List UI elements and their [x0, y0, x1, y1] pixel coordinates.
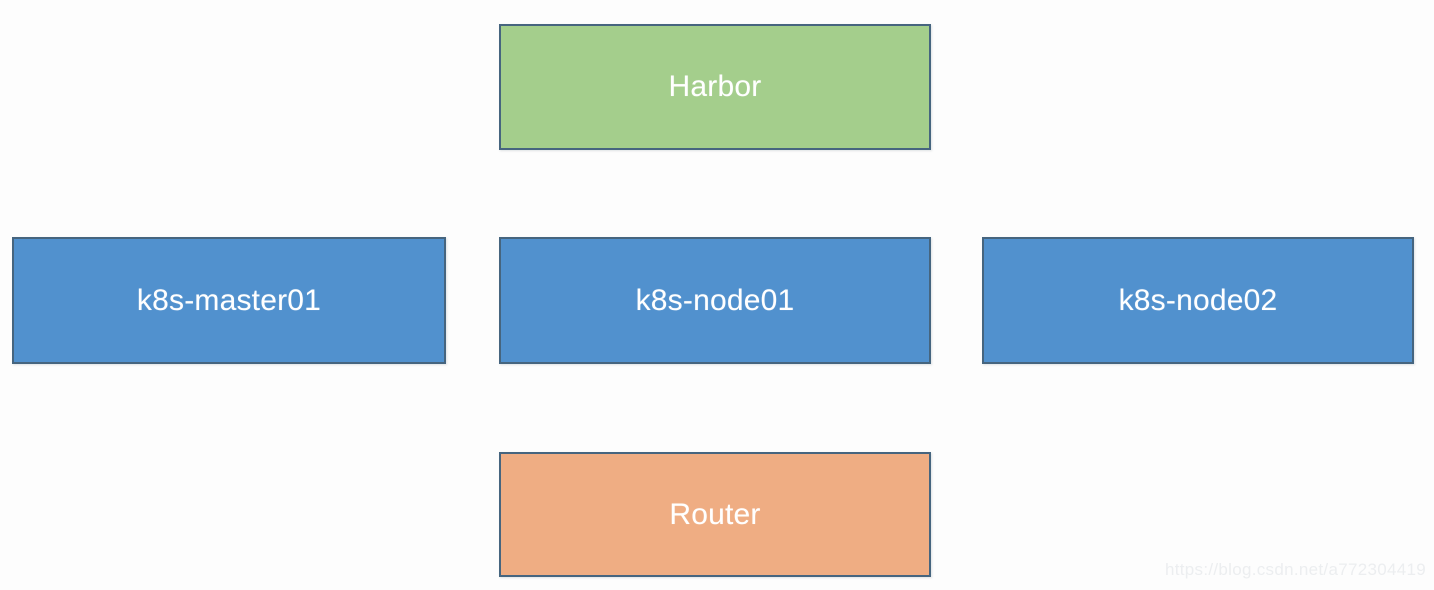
node-box-k8s-master01[interactable]: k8s-master01: [12, 237, 446, 364]
node-box-k8s-node01[interactable]: k8s-node01: [499, 237, 931, 364]
node-label-k8s-node02: k8s-node02: [1118, 283, 1278, 317]
node-box-router[interactable]: Router: [499, 452, 931, 577]
node-box-k8s-node02[interactable]: k8s-node02: [982, 237, 1414, 364]
node-label-harbor: Harbor: [668, 70, 762, 103]
node-label-k8s-node01: k8s-node01: [635, 283, 795, 317]
node-label-router: Router: [669, 497, 761, 531]
node-box-harbor[interactable]: Harbor: [499, 24, 931, 150]
watermark-text: https://blog.csdn.net/a772304419: [1164, 560, 1426, 579]
node-label-k8s-master01: k8s-master01: [136, 283, 322, 317]
